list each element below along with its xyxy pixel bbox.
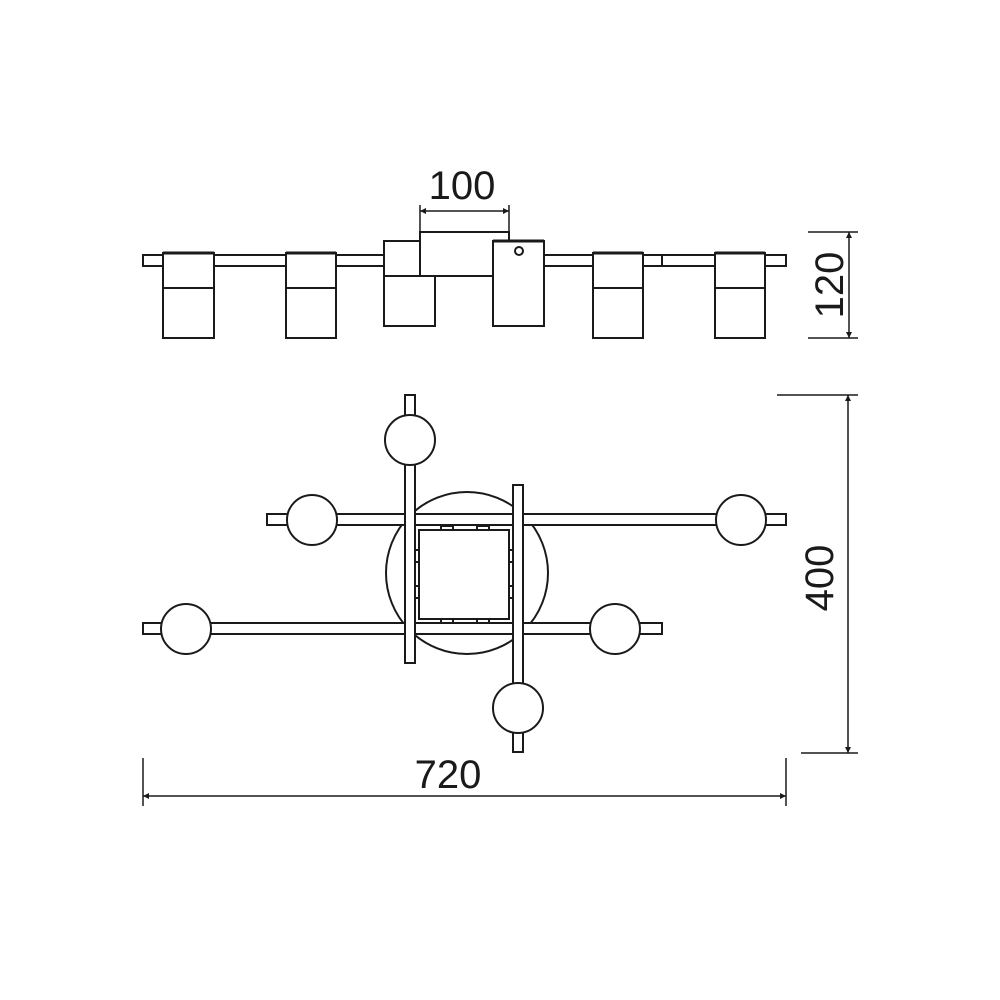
globe-lower-right <box>589 603 641 655</box>
lower-arm <box>142 622 663 635</box>
globe-top <box>384 414 436 466</box>
lamp-cube-2 <box>285 251 337 339</box>
mounting-plate <box>418 529 510 620</box>
dimension-label-720: 720 <box>415 753 482 797</box>
top-view <box>142 394 787 753</box>
dimension-canopy-width <box>419 205 510 240</box>
lamp-cube-4 <box>492 239 545 327</box>
lamp-cube-3 <box>383 275 436 327</box>
canopy-left-block <box>383 240 421 277</box>
lamp-cube-5 <box>592 251 644 339</box>
lamp-cube-6 <box>714 251 766 339</box>
right-vertical-arm <box>512 484 524 753</box>
globe-lower-left <box>160 603 212 655</box>
globe-upper-right <box>715 494 767 546</box>
globe-bottom <box>492 682 544 734</box>
lamp-cube-1 <box>162 251 215 339</box>
dimension-label-400: 400 <box>798 545 842 612</box>
front-view <box>142 231 787 339</box>
dimension-height <box>808 231 858 339</box>
upper-arm <box>266 513 787 526</box>
dimension-label-120: 120 <box>808 252 852 319</box>
dimension-depth <box>777 394 858 754</box>
left-vertical-arm <box>404 394 416 664</box>
globe-upper-left <box>286 494 338 546</box>
screw-hole-icon <box>514 246 524 256</box>
dimension-width <box>142 758 787 806</box>
dimension-label-100: 100 <box>429 164 496 208</box>
